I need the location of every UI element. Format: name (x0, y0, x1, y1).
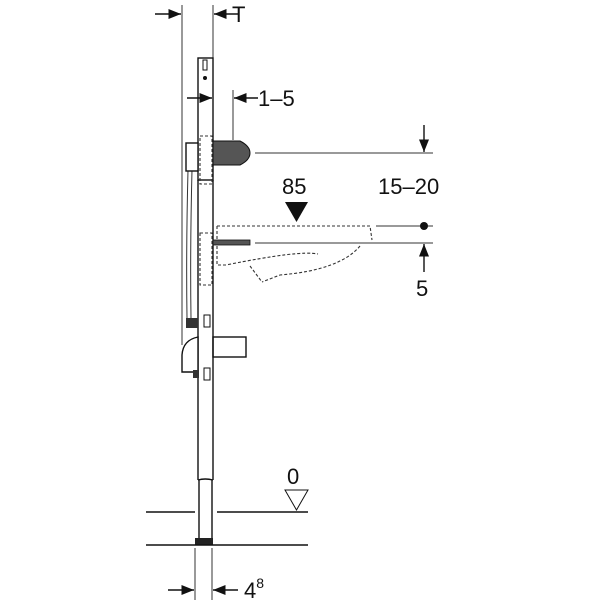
label-5: 5 (416, 276, 428, 301)
drain (181, 336, 247, 381)
label-range: 15–20 (378, 174, 439, 199)
dimension-t: T (155, 2, 245, 345)
dimension-1-5: 1–5 (187, 86, 295, 140)
label-t: T (232, 2, 245, 27)
label-offset: 1–5 (258, 86, 295, 111)
label-bottom-width: 48 (244, 575, 264, 600)
label-85: 85 (282, 174, 306, 199)
basin-outline: 5 (212, 222, 433, 301)
label-floor-level: 0 (287, 464, 299, 489)
floor: 0 (146, 464, 309, 546)
dimension-bottom: 48 (168, 548, 264, 600)
height-marker-icon (285, 202, 308, 222)
frame (185, 57, 214, 545)
dot-icon (420, 222, 428, 230)
faucet-connection (212, 125, 433, 166)
floor-level-marker-icon (284, 489, 309, 512)
